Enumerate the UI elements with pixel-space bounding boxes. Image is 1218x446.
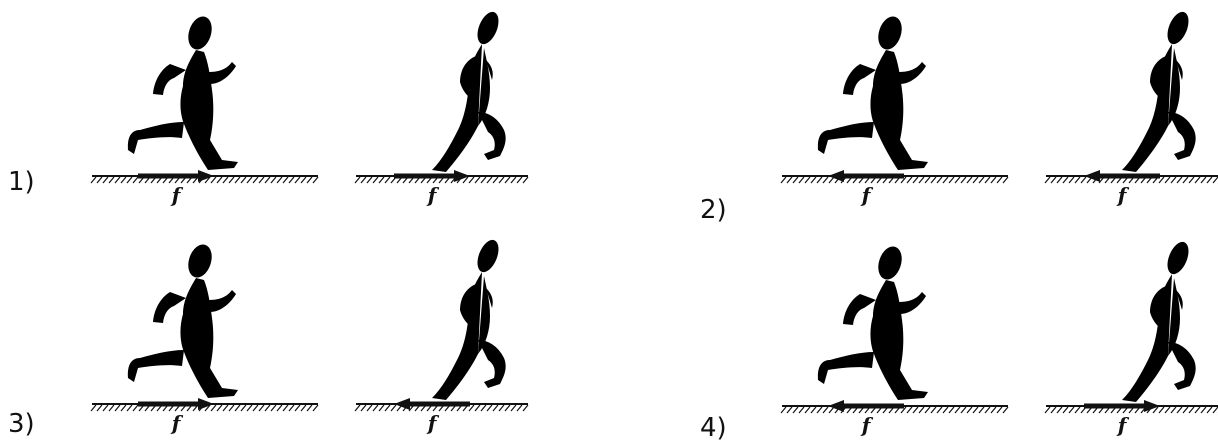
runner-outline [818, 243, 928, 400]
runner-outline [128, 13, 238, 170]
friction-force-arrow [828, 400, 904, 412]
option-panel-2: 2) f f [700, 9, 1218, 225]
force-label: f [1116, 183, 1130, 207]
runner-outline [128, 241, 238, 398]
runner-frame-stride: f [91, 241, 318, 435]
option-label: 2) [700, 195, 727, 225]
runner-frame-push: f [355, 9, 528, 207]
force-label: f [426, 411, 440, 435]
option-label: 3) [8, 409, 35, 439]
runner-frame-push: f [355, 237, 528, 435]
runner-frame-push: f [1045, 239, 1218, 437]
runner-frame-push: f [1045, 9, 1218, 207]
force-label: f [860, 413, 874, 437]
option-panel-1: 1) f f [8, 9, 528, 207]
force-label: f [426, 183, 440, 207]
runner-outline [1122, 239, 1196, 402]
friction-force-arrow [138, 170, 214, 182]
friction-force-arrow [828, 170, 904, 182]
force-label: f [170, 411, 184, 435]
runner-frame-stride: f [781, 243, 1008, 437]
runner-outline [818, 13, 928, 170]
runner-outline [432, 9, 506, 172]
runner-frame-stride: f [781, 13, 1008, 207]
option-label: 1) [8, 167, 35, 197]
runner-outline [1122, 9, 1196, 172]
runner-frame-stride: f [91, 13, 318, 207]
force-label: f [170, 183, 184, 207]
friction-force-arrow [138, 398, 214, 410]
force-label: f [860, 183, 874, 207]
option-label: 4) [700, 413, 727, 443]
option-panel-4: 4) f f [700, 239, 1218, 443]
runner-outline [432, 237, 506, 400]
option-panel-3: 3) f f [8, 237, 528, 439]
force-label: f [1116, 413, 1130, 437]
